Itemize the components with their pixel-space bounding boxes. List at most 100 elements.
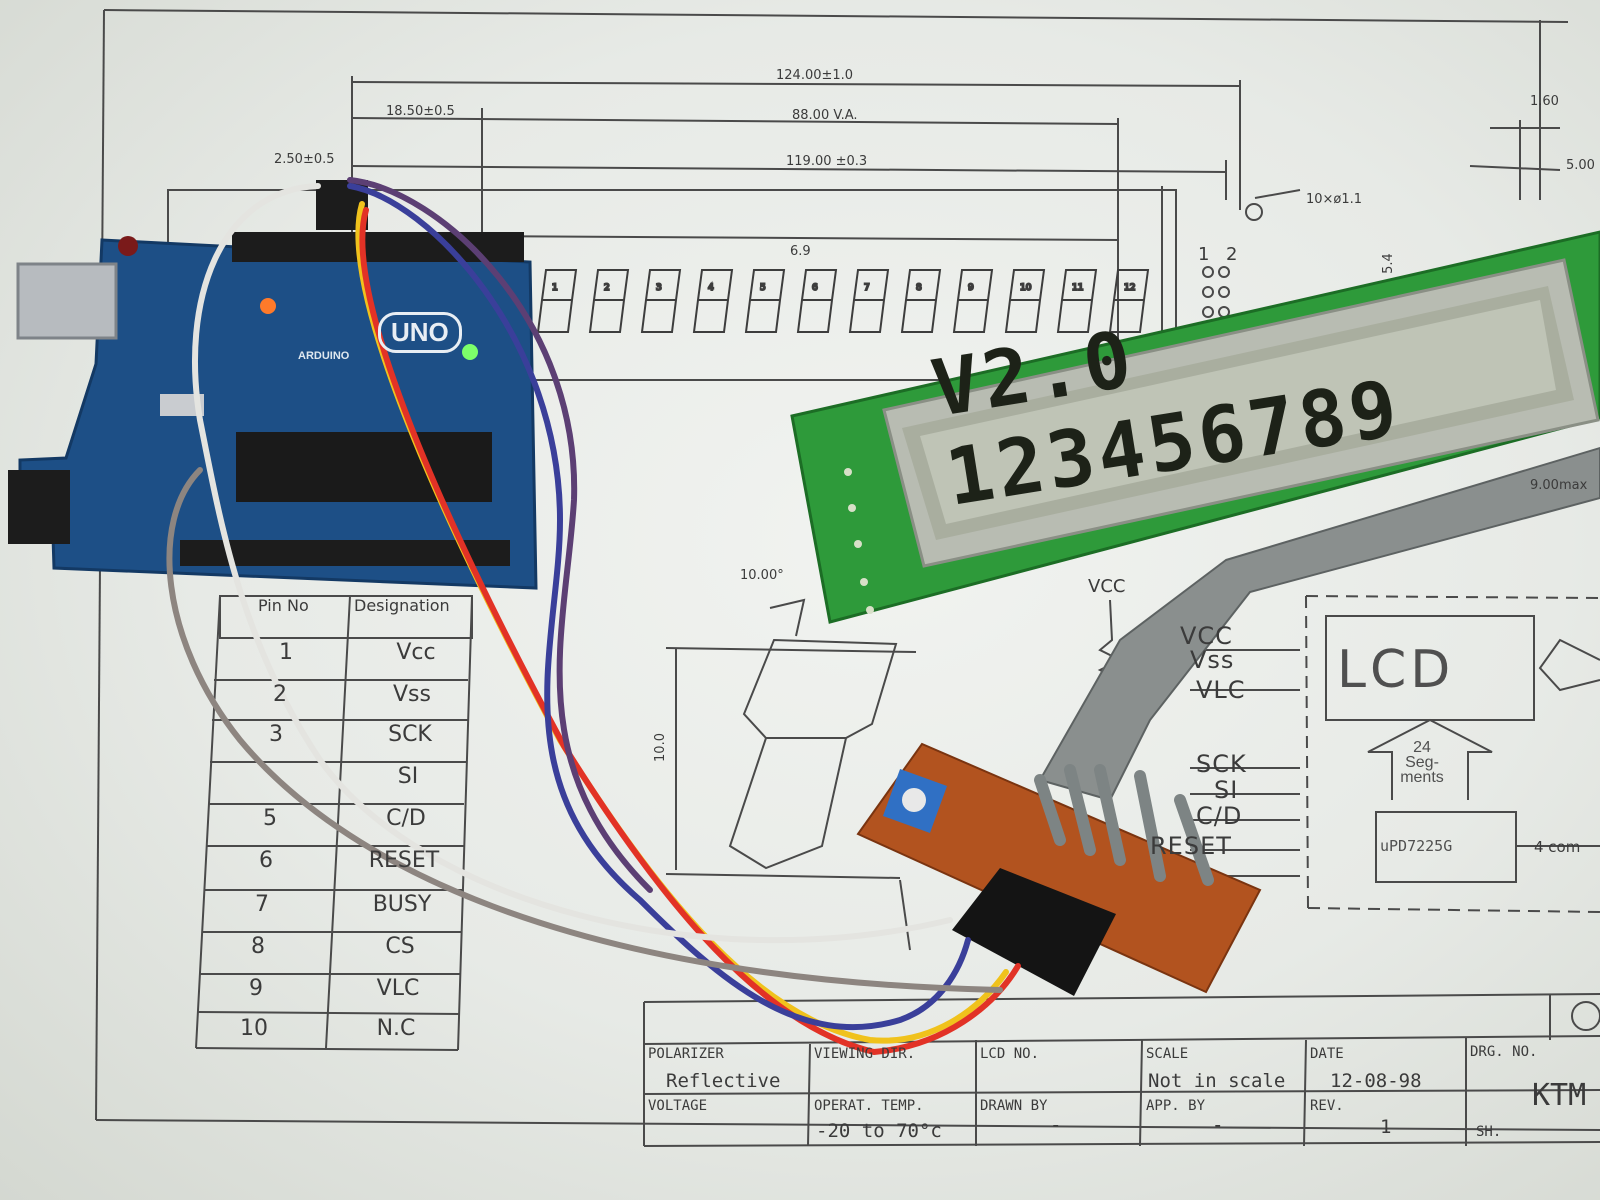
segments-word-2: ments [1400,769,1444,786]
digit-index: 1 [552,283,558,293]
digit-outline [900,269,942,333]
segments-count: 24 [1413,739,1431,756]
op-temp-label: OPERAT. TEMP. [814,1098,924,1114]
polarizer-label: POLARIZER [648,1046,724,1062]
segments-word-1: Seg- [1405,754,1439,771]
digit-index: 5 [760,283,766,293]
digit-index: 7 [864,283,870,293]
dim-digit-angle: 10.00° [740,568,784,583]
pin-number: 8 [251,934,265,959]
digit-outline [1004,269,1046,333]
dim-module-depth: 9.00max [1530,478,1588,493]
dim-thickness: 1.60 [1530,94,1559,109]
date-label: DATE [1310,1046,1344,1062]
dim-total-width: 124.00±1.0 [776,68,854,83]
digit-outline [588,269,630,333]
driver-chip-label: uPD7225G [1380,837,1453,855]
dim-digit-height: 10.0 [652,733,668,762]
digit-outline [952,269,994,333]
op-temp-value: -20 to 70°c [816,1120,942,1142]
arduino-uno-board [8,180,538,590]
pin-number: 10 [240,1016,268,1041]
common-label: 4 com [1534,838,1581,856]
dim-pcb-width: 119.00 ±0.3 [786,154,868,169]
pin-designation: VLC [376,976,420,1001]
pin-number: 7 [255,892,269,917]
pin-designation: BUSY [372,892,432,917]
dim-viewing-area: 88.00 V.A. [792,108,858,123]
digit-outline [640,269,682,333]
jumper-wires [166,177,1021,1056]
pin-number: 3 [269,722,283,747]
digit-outline [536,269,578,333]
pin-designation: Vcc [396,640,436,665]
dim-edge: 2.50±0.5 [274,152,335,167]
digit-index: 10 [1020,283,1032,293]
pin-designation: C/D [386,806,426,831]
signal-label: C/D [1196,802,1243,830]
drawn-by-value: - [1050,1114,1062,1136]
scale-value: Not in scale [1148,1070,1286,1092]
pin-designation: SI [397,764,419,789]
polarizer-value: Reflective [666,1070,781,1092]
digit-index: 8 [916,283,922,293]
signal-label: VLC [1196,676,1246,704]
drg-no-label: DRG. NO. [1470,1044,1538,1060]
scale-label: SCALE [1146,1046,1189,1062]
digit-outline [1108,269,1150,333]
drawn-by-label: DRAWN BY [980,1098,1048,1114]
digit-outline [692,269,734,333]
pin-number: 5 [263,806,277,831]
pin-designation: N.C [376,1016,416,1041]
pin-designation: SCK [388,722,432,747]
app-by-label: APP. BY [1146,1098,1206,1114]
pin-number: 9 [249,976,263,1001]
digit-outline [1056,269,1098,333]
dim-side-tick: 5.4 [1380,253,1396,274]
dim-holes: 10×ø1.1 [1306,192,1363,207]
digit-outline [744,269,786,333]
digit-index: 11 [1072,283,1083,293]
pin-number: 6 [259,848,273,873]
date-value: 12-08-98 [1330,1070,1422,1092]
pin-designation: RESET [368,848,440,873]
lcd-module [790,230,1600,802]
pin-designation: CS [385,934,415,959]
sh-label: SH. [1476,1124,1502,1140]
signal-label: Vss [1190,646,1235,674]
arduino-brand: ARDUINO [298,350,350,362]
digit-index: 3 [656,283,662,293]
pin-num-1: 1 [1198,244,1210,265]
signal-label: VCC [1180,622,1233,650]
signal-label: SI [1214,776,1239,804]
arduino-uno-logo: UNO [378,312,462,353]
segments-label: 24 Seg- ments [1392,739,1452,786]
digit-index: 12 [1124,283,1135,293]
pin-num-2: 2 [1226,244,1238,265]
pin-designation: Vss [393,682,431,707]
lcd-block-label: LCD [1337,640,1455,700]
supply-label: VCC [1088,576,1126,597]
dim-offset: 18.50±0.5 [386,104,455,119]
digit-outline [848,269,890,333]
lcd-no-label: LCD NO. [980,1046,1040,1062]
rev-label: REV. [1310,1098,1344,1114]
pin-table-header-pin: Pin No [258,596,309,615]
digit-outline [796,269,838,333]
voltage-label: VOLTAGE [648,1098,708,1114]
rev-value: 1 [1380,1116,1392,1138]
pin-number: 1 [279,640,293,665]
dim-side: 5.00 [1566,158,1595,173]
digit-index: 4 [708,283,714,293]
digit-index: 6 [812,283,818,293]
signal-label: RESET [1150,832,1232,860]
signal-label: SCK [1196,750,1247,778]
adapter-board [856,742,1262,996]
app-by-value: - [1212,1114,1224,1136]
drg-no-value: KTM [1532,1078,1587,1113]
pin-number: 2 [273,682,287,707]
viewing-dir-label: VIEWING DIR. [814,1046,916,1062]
